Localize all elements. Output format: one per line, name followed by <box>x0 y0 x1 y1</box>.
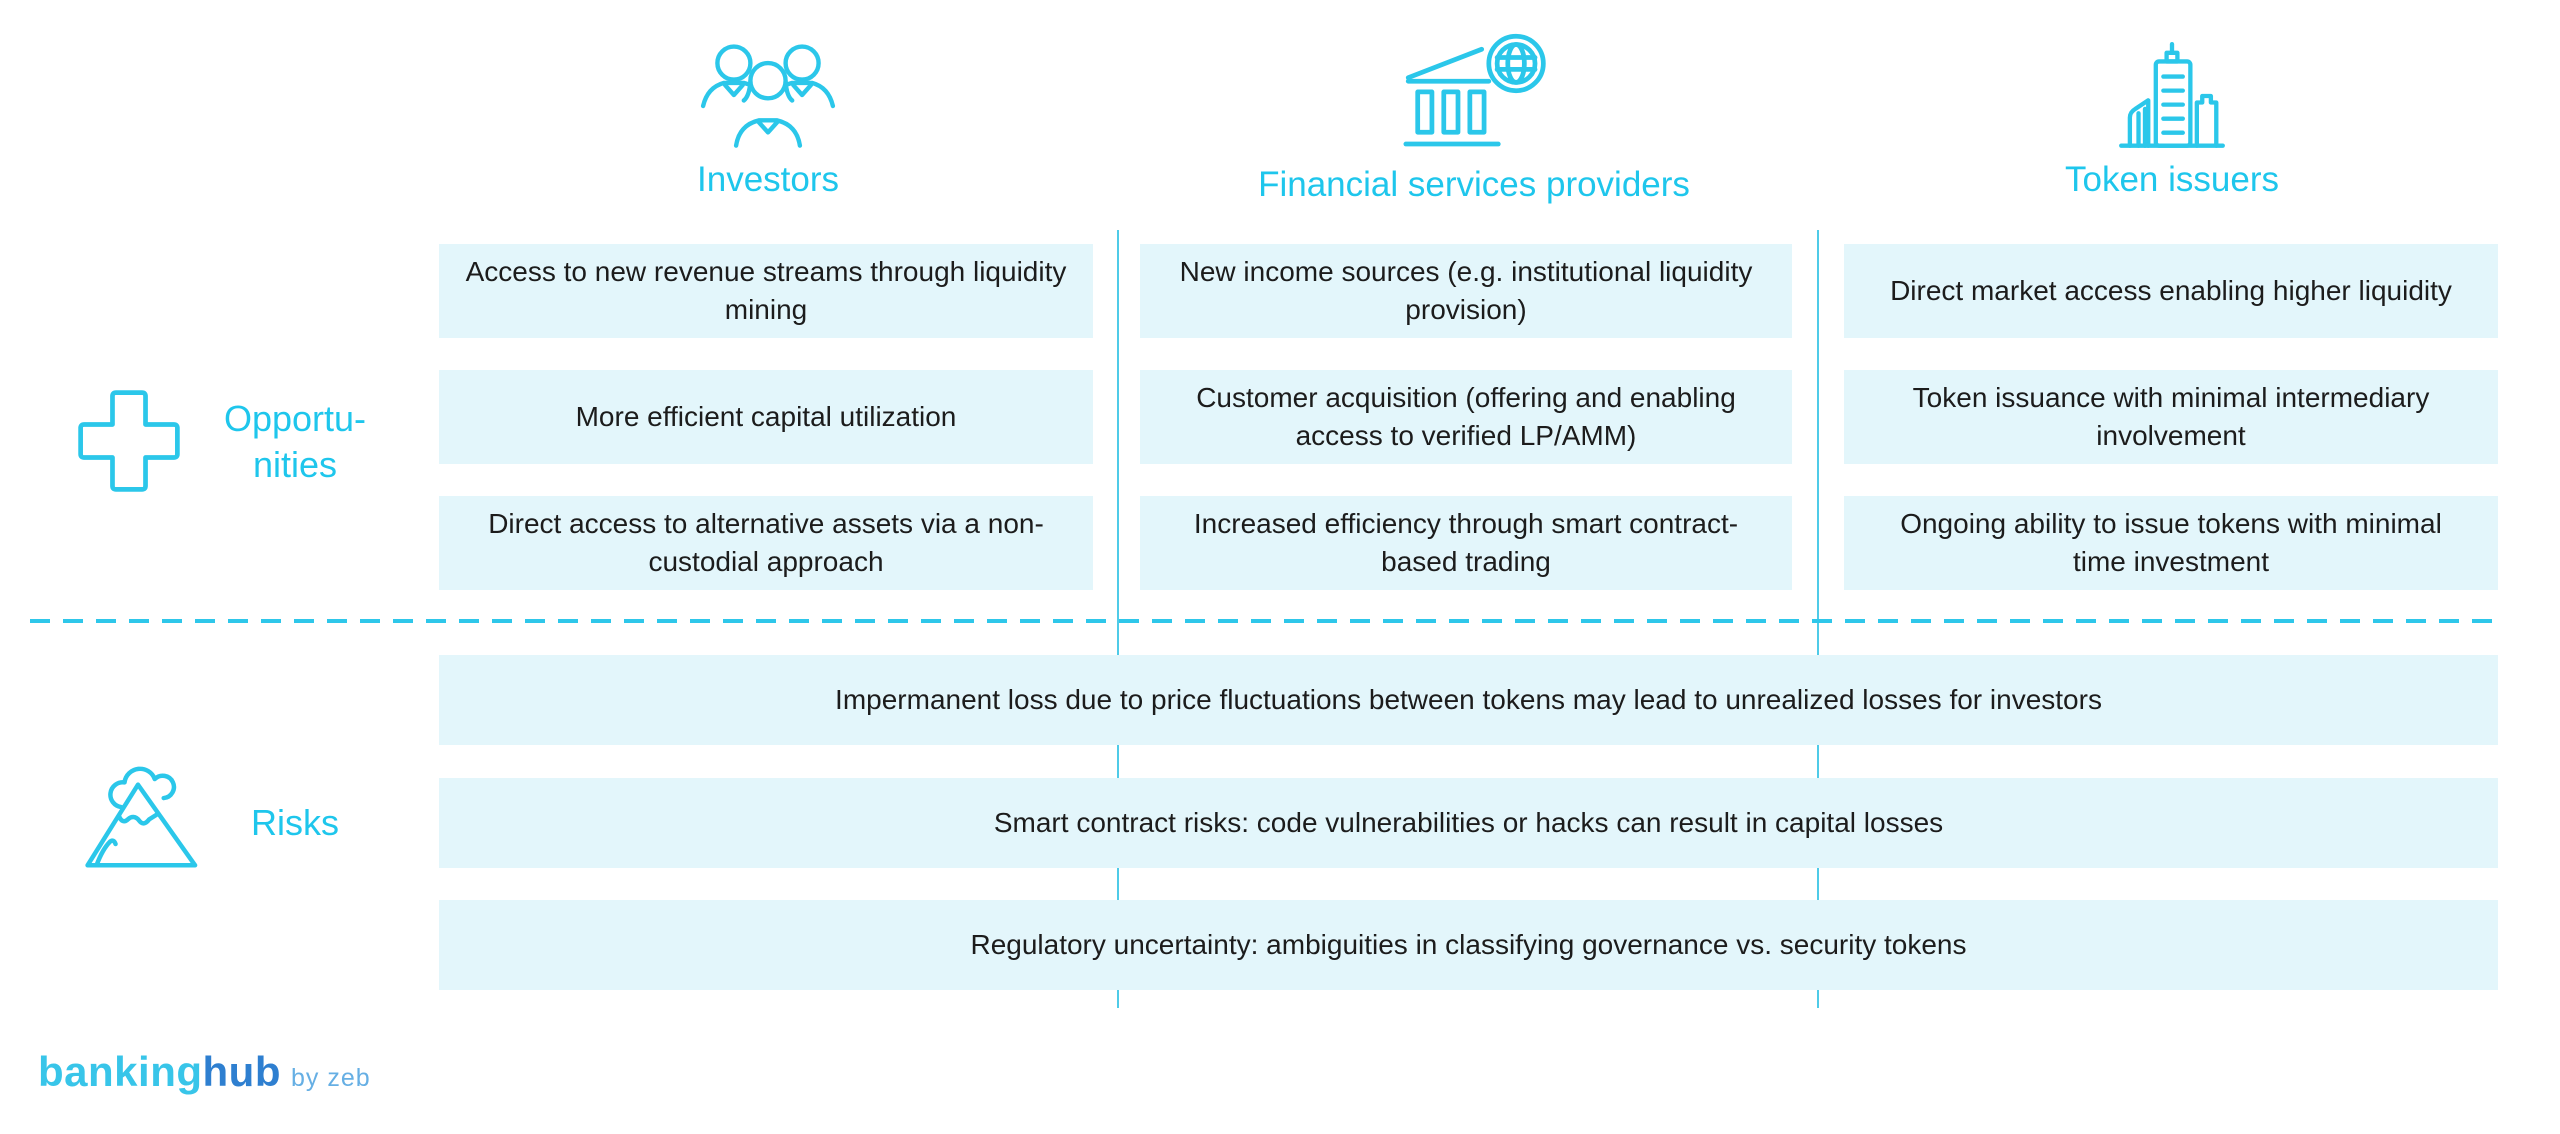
risk-row-2: Smart contract risks: code vulnerabiliti… <box>439 778 2498 868</box>
risks-label: Risks <box>251 802 339 843</box>
column-label: Financial services providers <box>1258 165 1690 204</box>
opportunity-cell-fsp-1: New income sources (e.g. institutional l… <box>1140 244 1792 338</box>
opportunity-cell-fsp-2: Customer acquisition (offering and enabl… <box>1140 370 1792 464</box>
column-header-token-issuers: Token issuers <box>2022 42 2322 200</box>
opportunity-cell-token-issuers-2: Token issuance with minimal intermediary… <box>1844 370 2498 464</box>
opportunity-cell-fsp-3: Increased efficiency through smart contr… <box>1140 496 1792 590</box>
opportunity-cell-investors-3: Direct access to alternative assets via … <box>439 496 1093 590</box>
column-header-financial-services-providers: Financial services providers <box>1258 30 1690 205</box>
opportunities-label-line1: Opportu- <box>223 398 367 439</box>
column-label: Token issuers <box>2065 160 2279 199</box>
bank-globe-icon <box>1403 33 1546 147</box>
logo-word-hub: hub <box>202 1048 281 1095</box>
opportunities-label-line2: nities <box>252 444 338 485</box>
plus-icon <box>78 390 180 492</box>
risk-row-1: Impermanent loss due to price fluctuatio… <box>439 655 2498 745</box>
opportunity-cell-token-issuers-3: Ongoing ability to issue tokens with min… <box>1844 496 2498 590</box>
logo-byline: by zeb <box>290 1064 371 1092</box>
risk-row-3: Regulatory uncertainty: ambiguities in c… <box>439 900 2498 990</box>
opportunities-risks-divider <box>30 619 2496 623</box>
opportunity-cell-token-issuers-1: Direct market access enabling higher liq… <box>1844 244 2498 338</box>
opportunity-cell-investors-2: More efficient capital utilization <box>439 370 1093 464</box>
column-label: Investors <box>697 160 839 199</box>
opportunities-label: Opportu- nities <box>190 396 400 488</box>
people-group-icon <box>700 44 836 148</box>
column-header-investors: Investors <box>618 40 918 200</box>
opportunity-cell-investors-1: Access to new revenue streams through li… <box>439 244 1093 338</box>
mountain-cloud-icon <box>85 766 198 868</box>
logo-word-banking: banking <box>38 1048 203 1095</box>
city-buildings-icon <box>2119 42 2225 148</box>
